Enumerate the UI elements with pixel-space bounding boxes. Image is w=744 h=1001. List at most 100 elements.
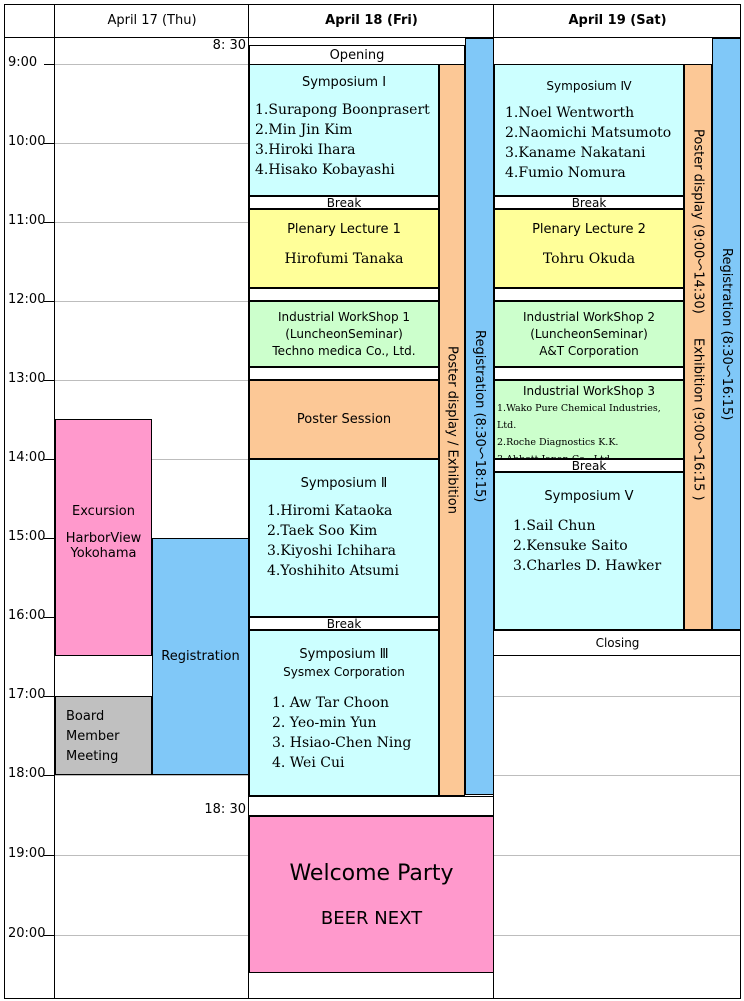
industrial-workshop-3-company: 2.Roche Diagnostics K.K. xyxy=(497,437,619,448)
hour-tick xyxy=(44,935,54,936)
time-label: 14:00 xyxy=(8,450,46,465)
sat-registration-block: Registration (8:30～16:15) xyxy=(712,38,741,630)
symposium-1-title: Symposium Ⅰ xyxy=(301,75,387,90)
symposium-1-speaker: 4.Hisako Kobayashi xyxy=(255,162,395,178)
sat-break-1-label: Break xyxy=(571,195,607,210)
column-divider xyxy=(54,4,55,999)
sat-break-2: Break xyxy=(494,458,684,473)
fri-break-2: Break xyxy=(249,616,439,631)
symposium-2-block: Symposium Ⅱ 1.Hiromi Kataoka 2.Taek Soo … xyxy=(249,459,439,617)
symposium-4-speaker: 4.Fumio Nomura xyxy=(505,165,626,181)
symposium-2-speaker: 3.Kiyoshi Ichihara xyxy=(267,543,397,559)
hour-tick xyxy=(44,775,54,776)
sat-break-2-label: Break xyxy=(571,458,607,473)
hour-tick xyxy=(44,64,54,65)
board-meeting-block: Board Member Meeting xyxy=(55,696,152,775)
sat-exhibition-label: Exhibition (9:00～16:15 ) xyxy=(690,337,706,501)
sat-gap-after-ws xyxy=(494,367,684,380)
symposium-4-speaker: 1.Noel Wentworth xyxy=(505,105,635,121)
time-label: 17:00 xyxy=(8,687,46,702)
symposium-2-title: Symposium Ⅱ xyxy=(300,476,388,491)
poster-session-block: Poster Session xyxy=(249,380,439,459)
sat-registration-label: Registration (8:30～16:15) xyxy=(719,247,734,421)
closing-block: Closing xyxy=(494,630,741,656)
time-label: 16:00 xyxy=(8,608,46,623)
symposium-3-speaker: 3. Hsiao-Chen Ning xyxy=(272,735,412,751)
thu-registration-label: Registration xyxy=(161,649,240,664)
industrial-workshop-3-title: Industrial WorkShop 3 xyxy=(522,384,656,398)
time-label: 19:00 xyxy=(8,846,46,861)
fri-gap-after-ws xyxy=(249,367,439,380)
fri-break-2-label: Break xyxy=(326,616,362,631)
symposium-5-speaker: 3.Charles D. Hawker xyxy=(513,558,662,574)
sat-gap-before-ws xyxy=(494,288,684,301)
header-fri: April 18 (Fri) xyxy=(325,13,418,28)
hour-tick xyxy=(44,538,54,539)
fri-gap-before-ws xyxy=(249,288,439,301)
hour-tick xyxy=(44,143,54,144)
fri-time-1830: 18: 30 xyxy=(204,802,246,817)
symposium-3-sponsor: Sysmex Corporation xyxy=(283,665,405,679)
fri-gap-before-party xyxy=(249,796,494,816)
symposium-1-speaker: 2.Min Jin Kim xyxy=(255,122,353,138)
symposium-1-speaker: 1.Surapong Boonprasert xyxy=(255,102,430,118)
symposium-5-speaker: 1.Sail Chun xyxy=(513,518,596,534)
symposium-3-speaker: 1. Aw Tar Choon xyxy=(272,695,390,711)
industrial-workshop-2-company: A&T Corporation xyxy=(539,343,639,358)
time-label: 11:00 xyxy=(8,213,46,228)
plenary-lecture-1-block: Plenary Lecture 1 Hirofumi Tanaka xyxy=(249,209,439,288)
fri-break-1-label: Break xyxy=(326,195,362,210)
excursion-block: Excursion HarborView Yokohama xyxy=(55,419,152,656)
symposium-3-speaker: 2. Yeo-min Yun xyxy=(272,715,377,731)
time-label: 18:00 xyxy=(8,766,46,781)
plenary-lecture-2-title: Plenary Lecture 2 xyxy=(532,222,646,237)
symposium-4-speaker: 2.Naomichi Matsumoto xyxy=(505,125,672,141)
industrial-workshop-3-company: 1.Wako Pure Chemical Industries, Ltd. xyxy=(497,403,661,431)
fri-registration-label: Registration (8:30～18:15) xyxy=(472,330,487,503)
schedule-frame xyxy=(4,4,741,999)
header-thu: April 17 (Thu) xyxy=(107,13,197,28)
opening-label: Opening xyxy=(329,47,385,63)
hour-tick xyxy=(44,380,54,381)
symposium-5-block: Symposium Ⅴ 1.Sail Chun 2.Kensuke Saito … xyxy=(494,472,684,630)
hour-tick xyxy=(44,301,54,302)
industrial-workshop-1-title: Industrial WorkShop 1 xyxy=(277,309,411,324)
time-label: 20:00 xyxy=(8,926,46,941)
closing-label: Closing xyxy=(595,636,640,650)
symposium-4-title: Symposium Ⅳ xyxy=(546,79,632,93)
time-label: 12:00 xyxy=(8,292,46,307)
symposium-5-speaker: 2.Kensuke Saito xyxy=(513,538,628,554)
sat-poster-display-label: Poster display (9:00～14:30) xyxy=(690,129,706,314)
fri-time-830: 8: 30 xyxy=(212,38,246,53)
industrial-workshop-2-title: Industrial WorkShop 2 xyxy=(522,309,656,324)
time-label: 15:00 xyxy=(8,529,46,544)
hour-tick xyxy=(44,855,54,856)
symposium-5-title: Symposium Ⅴ xyxy=(544,489,634,504)
column-divider xyxy=(493,4,494,999)
fri-poster-exhibition-block: Poster display / Exhibition xyxy=(439,64,465,796)
fri-break-1: Break xyxy=(249,195,439,210)
welcome-party-title: Welcome Party xyxy=(289,860,454,886)
hour-tick xyxy=(44,459,54,460)
symposium-3-block: Symposium Ⅲ Sysmex Corporation 1. Aw Tar… xyxy=(249,630,439,796)
column-divider xyxy=(248,4,249,999)
board-meeting-label: Board Member Meeting xyxy=(66,709,120,764)
sat-poster-exhibition-block: Poster display (9:00～14:30) Exhibition (… xyxy=(684,64,712,630)
plenary-lecture-1-speaker: Hirofumi Tanaka xyxy=(284,251,404,267)
time-label: 13:00 xyxy=(8,371,46,386)
excursion-title: Excursion xyxy=(72,504,135,519)
welcome-party-venue: BEER NEXT xyxy=(320,907,423,929)
symposium-3-speaker: 4. Wei Cui xyxy=(272,755,345,771)
sat-break-1: Break xyxy=(494,195,684,210)
hour-tick xyxy=(44,617,54,618)
hour-tick xyxy=(44,222,54,223)
symposium-2-speaker: 1.Hiromi Kataoka xyxy=(267,503,393,519)
symposium-3-title: Symposium Ⅲ xyxy=(299,647,389,662)
plenary-lecture-2-speaker: Tohru Okuda xyxy=(542,251,636,267)
excursion-place: HarborView Yokohama xyxy=(65,531,142,561)
industrial-workshop-2-sub: (LuncheonSeminar) xyxy=(530,326,648,341)
industrial-workshop-1-block: Industrial WorkShop 1 (LuncheonSeminar) … xyxy=(249,301,439,367)
poster-session-label: Poster Session xyxy=(296,412,392,427)
industrial-workshop-1-sub: (LuncheonSeminar) xyxy=(285,326,403,341)
industrial-workshop-1-company: Techno medica Co., Ltd. xyxy=(272,343,416,358)
